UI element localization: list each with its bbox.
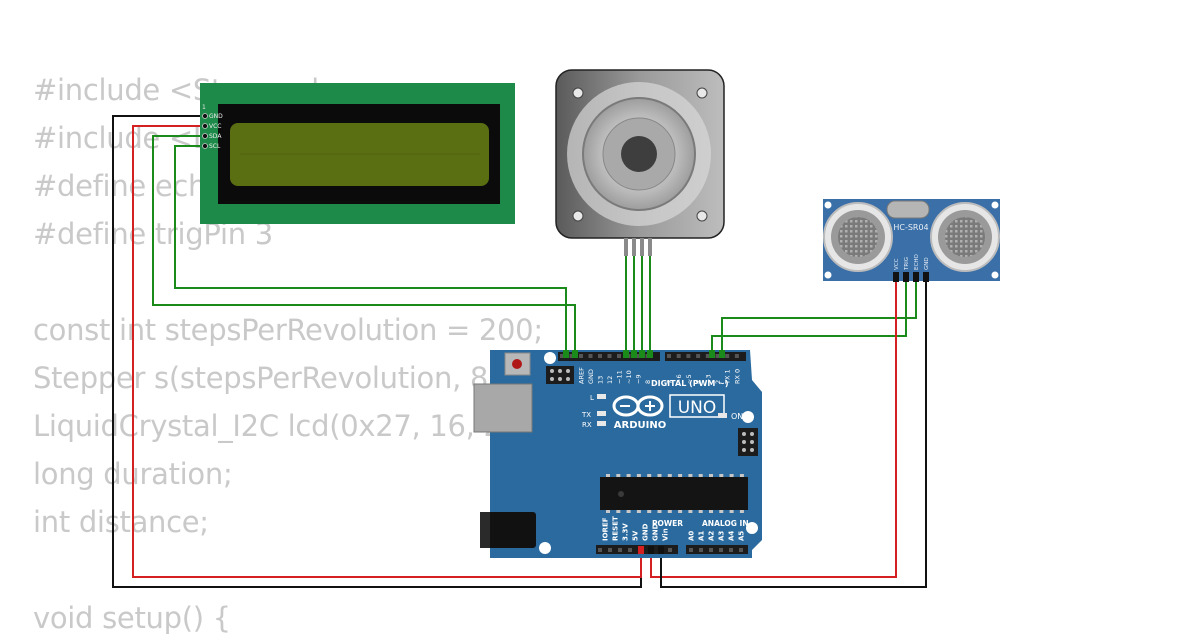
code-line: const int stepsPerRevolution = 200; [33,313,543,347]
lcd-pin-sda: SDA [209,133,222,140]
power-pin-label: RESET [612,516,620,541]
analog-header [686,545,748,554]
analog-pin-label: A1 [698,531,706,541]
wire-lcd-vcc [132,125,642,578]
power-pin-label: IOREF [602,517,610,541]
digital-pin-label: 7 [666,380,674,384]
wire-sensor-gnd [660,282,927,588]
analog-pin-label: A2 [708,531,716,541]
receiver-icon [930,202,1000,272]
icsp-header-left [546,366,574,384]
digital-pin-label: TX 1 [724,369,732,385]
power-label: POWER [652,519,683,528]
digital-pin-label: 2 [714,380,722,384]
power-pin-label: GND [652,523,660,541]
wire-sensor-echo [721,282,917,355]
on-led-label: ON [731,412,743,421]
code-line: long duration; [33,457,233,491]
digital-pin-label: 8 [644,380,652,384]
brand-name: ARDUINO [614,420,666,431]
analog-pin-label: A3 [718,531,726,541]
wires [112,115,927,588]
digital-pin-label: ~6 [675,374,683,384]
digital-pin-label: GND [587,369,595,384]
sensor-pin-echo: ECHO [914,254,920,270]
sensor-pin-vcc: VCC [894,258,900,270]
reset-button[interactable] [504,352,531,376]
microcontroller-chip [600,474,748,513]
digital-pin-label: ~9 [635,374,643,384]
rx-led-label: RX [582,421,592,429]
header-wire-stubs [563,350,725,554]
digital-pin-label: ~3 [704,374,712,384]
lcd-pin-header [202,113,208,149]
digital-pin-label: ~5 [685,374,693,384]
power-pin-label: Vin [662,528,670,541]
code-line: int distance; [33,505,209,539]
digital-pin-label: ~10 [625,370,633,384]
lcd-pin-vcc: VCC [209,123,221,130]
lcd-display[interactable]: 1 GND VCC SDA SCL [200,83,515,224]
power-header [596,545,678,554]
code-line: void setup() { [33,601,231,635]
code-line: LiquidCrystal_I2C lcd(0x27, 16, 2); [33,409,523,443]
on-led [718,413,727,418]
digital-pin-label: 4 [695,380,703,384]
usb-port [473,383,533,433]
analog-label: ANALOG IN [702,519,749,528]
digital-pin-label: 13 [597,376,605,384]
power-jack [480,512,536,548]
board-name: UNO [678,398,717,418]
power-pin-label: GND [642,523,650,541]
l-led [597,394,606,399]
wire-sensor-vcc [650,282,897,578]
icsp-header-right [738,428,758,456]
wire-lcd-scl [174,145,567,355]
lcd-pin-scl: SCL [209,143,221,150]
analog-pin-label: A4 [728,531,736,541]
digital-pin-label: AREF [578,367,586,384]
tx-led [597,411,606,416]
wire-sensor-trig [711,282,907,355]
lcd-pin-gnd: GND [209,113,223,120]
power-pin-label: 3.3V [622,523,630,541]
ultrasonic-sensor[interactable]: HC-SR04 VCC TRIG ECHO GND [823,199,1000,282]
l-led-label: L [590,394,594,402]
wire-lcd-sda [152,135,576,355]
digital-pin-label: 12 [606,376,614,384]
transmitter-icon [823,202,893,272]
digital-header-right [665,352,746,361]
tx-led-label: TX [581,411,591,419]
sensor-model-label: HC-SR04 [893,223,928,232]
digital-pin-label: RX 0 [733,369,741,384]
sensor-pin-header [893,272,929,282]
stepper-motor[interactable] [555,69,725,256]
power-analog-pin-sockets [598,548,743,552]
digital-label: DIGITAL (PWM ~) [651,379,729,388]
analog-pin-label: A5 [738,531,746,541]
rx-led [597,421,606,426]
power-pin-label: 5V [632,530,640,541]
sensor-pin-gnd: GND [924,257,930,270]
uno-badge [669,394,725,418]
lcd-pin-index: 1 [202,104,206,111]
arduino-logo-icon [612,395,664,417]
digital-pin-label: ~11 [616,370,624,384]
analog-pin-label: A0 [688,531,696,541]
sensor-pin-trig: TRIG [904,257,910,271]
stepper-pins [624,238,652,256]
